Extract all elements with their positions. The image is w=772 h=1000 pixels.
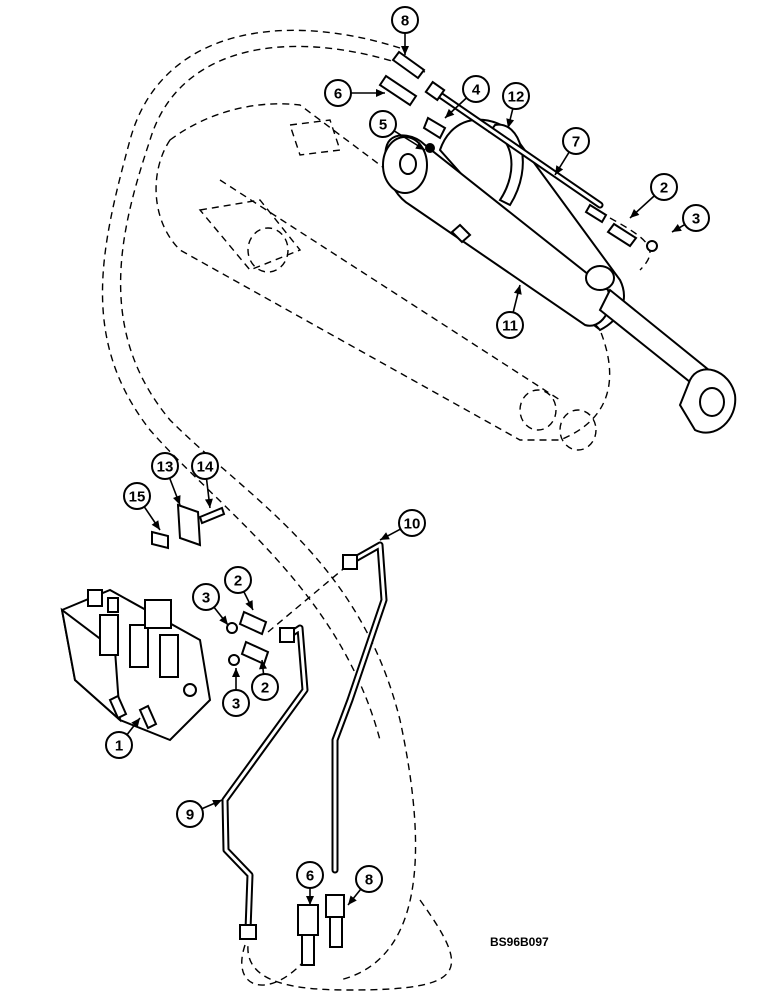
callout-circle (151, 452, 179, 480)
callout-arrowhead (415, 141, 425, 150)
callout-circle (176, 800, 204, 828)
callout-circle (123, 482, 151, 510)
callout-number: 4 (472, 82, 481, 99)
callout-circle (222, 689, 250, 717)
callout-number: 3 (692, 211, 700, 228)
callout-2: 2 (650, 173, 678, 201)
callout-8: 8 (355, 865, 383, 893)
callout-circle (355, 865, 383, 893)
callout-circle (224, 566, 252, 594)
callout-circle (682, 204, 710, 232)
callout-1: 1 (105, 731, 133, 759)
callout-arrowhead (212, 799, 222, 808)
callout-6: 6 (324, 79, 352, 107)
callout-2: 2 (251, 673, 279, 701)
callout-number: 15 (129, 489, 146, 506)
callout-7: 7 (562, 127, 590, 155)
callout-arrowhead (219, 615, 228, 625)
callout-arrowhead (173, 495, 181, 505)
callout-arrowhead (151, 520, 160, 530)
callout-number: 3 (232, 696, 240, 713)
callout-circle (502, 82, 530, 110)
callout-12: 12 (502, 82, 530, 110)
callout-arrowhead (232, 668, 240, 677)
callout-circle (562, 127, 590, 155)
callout-9: 9 (176, 800, 204, 828)
callout-number: 13 (157, 459, 174, 476)
callout-15: 15 (123, 482, 151, 510)
callout-arrowhead (630, 208, 640, 218)
callout-arrowhead (672, 224, 682, 232)
callout-arrowhead (204, 498, 213, 508)
callout-circle (251, 673, 279, 701)
callout-circle (391, 6, 419, 34)
callout-arrowhead (348, 895, 357, 905)
tube-9 (221, 624, 309, 940)
callout-circle (650, 173, 678, 201)
bracket-hardware (151, 503, 226, 550)
callout-arrowhead (245, 600, 253, 610)
callout-3: 3 (222, 689, 250, 717)
callout-number: 8 (401, 13, 409, 30)
callout-number: 8 (365, 872, 373, 889)
callout-arrowhead (259, 660, 267, 670)
callout-arrowhead (445, 108, 455, 118)
callout-8: 8 (391, 6, 419, 34)
callout-number: 6 (306, 868, 314, 885)
upper-fittings (378, 50, 658, 252)
callout-3: 3 (682, 204, 710, 232)
valve-fittings (226, 610, 270, 666)
drawing-code: BS96B097 (490, 935, 549, 949)
callout-circle (462, 75, 490, 103)
callout-arrowhead (513, 285, 522, 295)
hose-routing-lines (101, 29, 651, 991)
callout-number: 10 (404, 516, 421, 533)
callout-6: 6 (296, 861, 324, 889)
callout-number: 2 (234, 573, 242, 590)
callout-number: 5 (379, 117, 387, 134)
callout-13: 13 (151, 452, 179, 480)
callout-circle (398, 509, 426, 537)
callout-circle (324, 79, 352, 107)
callout-arrowhead (306, 896, 314, 905)
hydraulic-cylinder (382, 118, 737, 434)
callout-number: 14 (197, 459, 214, 476)
callout-circle (105, 731, 133, 759)
callout-number: 12 (508, 89, 525, 106)
callout-arrowhead (401, 46, 409, 55)
callout-3: 3 (192, 583, 220, 611)
tube-10 (331, 541, 388, 874)
control-valve-bank (60, 588, 212, 742)
callout-number: 2 (261, 680, 269, 697)
callout-circle (191, 452, 219, 480)
upper-tube (436, 91, 604, 209)
callout-10: 10 (398, 509, 426, 537)
callout-11: 11 (496, 311, 524, 339)
callout-number: 9 (186, 807, 194, 824)
callout-arrowhead (506, 118, 515, 128)
callout-14: 14 (191, 452, 219, 480)
callout-circle (496, 311, 524, 339)
callout-arrowhead (380, 532, 390, 540)
callout-number: 2 (660, 180, 668, 197)
callout-circle (369, 110, 397, 138)
callout-number: 6 (334, 86, 342, 103)
callout-circle (296, 861, 324, 889)
callout-number: 11 (502, 318, 518, 335)
callout-arrowhead (376, 89, 385, 97)
callout-arrowhead (131, 718, 140, 728)
callout-leaders (126, 33, 686, 906)
callout-2: 2 (224, 566, 252, 594)
callout-labels: 8 6 4 12 5 7 2 3 11 13 14 15 10 3 2 3 2 1 9 6 8 (105, 6, 710, 893)
callout-number: 7 (572, 134, 580, 151)
lower-fittings (297, 894, 345, 966)
callout-circle (192, 583, 220, 611)
callout-number: 3 (202, 590, 210, 607)
callout-arrowhead (555, 165, 564, 175)
callout-5: 5 (369, 110, 397, 138)
callout-number: 1 (115, 738, 123, 755)
callout-4: 4 (462, 75, 490, 103)
boom-outline (155, 103, 611, 451)
